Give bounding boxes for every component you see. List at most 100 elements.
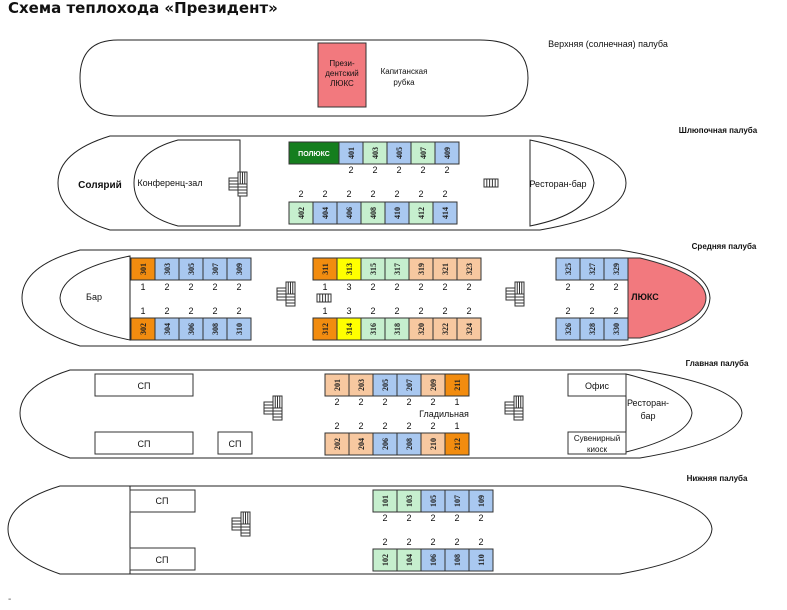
souvenir-kiosk [567,431,627,455]
cabin-number: 405 [395,147,404,159]
cabin-number: 316 [369,323,378,335]
berth-count: 2 [394,282,399,292]
deck-name-middle: Средняя палуба [692,242,757,251]
berth-count: 2 [430,397,435,407]
berth-count: 2 [454,513,459,523]
berth-count: 2 [418,189,423,199]
office-label: Офис [585,381,609,391]
souvenir-label: киоск [587,445,607,454]
cabin-number: 324 [465,323,474,335]
cabin-number: 203 [357,379,366,391]
cabin-number: 310 [235,323,244,335]
deck-name-main: Главная палуба [686,359,749,368]
cabin-number: 103 [405,495,414,507]
captain-bridge-label: Капитанская [381,67,428,76]
berth-count: 2 [322,189,327,199]
berth-count: 2 [212,306,217,316]
boat-restaurant-label: Ресторан-бар [529,179,586,189]
solarium-label: Солярий [78,180,122,191]
berth-count: 2 [370,306,375,316]
main-cabin-211 [444,373,470,397]
cabin-number: 404 [321,207,330,219]
cabin-number: 206 [381,438,390,450]
bar-area-outline [59,255,131,341]
cabin-number: 325 [564,263,573,275]
middle-cabin-329 [603,257,629,281]
main-sp-bottom [94,431,194,455]
presidential-suite [317,42,367,108]
cabin-number: 320 [417,323,426,335]
cabin-number: 307 [211,263,220,275]
sun-deck-outline [79,39,529,117]
berth-count: 2 [454,537,459,547]
lower-sp-top [129,489,196,513]
berth-count: 1 [322,282,327,292]
cabin-number: 321 [441,263,450,275]
cabin-number: 208 [405,438,414,450]
berth-count: 2 [346,189,351,199]
cabin-number: 102 [381,554,390,566]
lower-deck-outline [7,485,713,575]
cabin-number: 412 [417,207,426,219]
cabin-number: 313 [345,263,354,275]
berth-count: 2 [430,513,435,523]
berth-count: 3 [346,282,351,292]
cabin-number: 306 [187,323,196,335]
sp-label: СП [156,496,169,506]
boat-cabin-414 [432,201,458,225]
middle-cabin-310 [226,317,252,341]
berth-count: 2 [565,306,570,316]
cabin-number: 414 [441,207,450,219]
cabin-number: 212 [453,438,462,450]
cabin-number: 202 [333,438,342,450]
cabin-number: 211 [453,379,462,391]
lower-sp-bottom [129,547,196,571]
main-restaurant-label: Ресторан- [627,398,669,408]
berth-count: 2 [613,306,618,316]
berth-count: 2 [212,282,217,292]
berth-count: 2 [188,282,193,292]
lux-label: ЛЮКС [631,292,659,302]
berth-count: 2 [334,397,339,407]
berth-count: 2 [406,421,411,431]
cabin-number: 328 [588,323,597,335]
berth-count: 2 [370,189,375,199]
berth-count: 2 [442,189,447,199]
berth-count: 1 [454,397,459,407]
page-title: Схема теплохода «Президент» [8,0,278,17]
middle-vent [316,293,332,303]
middle-cabin-324 [456,317,482,341]
cabin-number: 315 [369,263,378,275]
cabin-number: 312 [321,323,330,335]
middle-cabin-323 [456,257,482,281]
cabin-number: 101 [381,495,390,507]
berth-count: 2 [372,165,377,175]
lower-cabin-110 [468,548,494,572]
cabin-number: 401 [347,147,356,159]
berth-count: 2 [348,165,353,175]
cabin-number: 322 [441,323,450,335]
berth-count: 2 [406,537,411,547]
cabin-number: 408 [369,207,378,219]
cabin-number: 205 [381,379,390,391]
bar-label: Бар [86,292,102,302]
cabin-number: 327 [588,263,597,275]
berth-count: 2 [466,282,471,292]
presidential-suite-label: ЛЮКС [330,79,354,88]
deck-name-lower: Нижняя палуба [687,474,748,483]
cabin-number: 402 [297,207,306,219]
berth-count: 2 [164,306,169,316]
cabin-number: 329 [612,263,621,275]
middle-cabin-330 [603,317,629,341]
cabin-number: 209 [429,379,438,391]
cabin-number: 108 [453,554,462,566]
cabin-number: ПОЛЮКС [298,151,330,158]
berth-count: 2 [358,397,363,407]
berth-count: 2 [420,165,425,175]
main-restaurant-label: бар [641,411,656,421]
cabin-number: 318 [393,323,402,335]
cabin-number: 317 [393,263,402,275]
berth-count: 2 [298,189,303,199]
berth-count: 2 [394,189,399,199]
